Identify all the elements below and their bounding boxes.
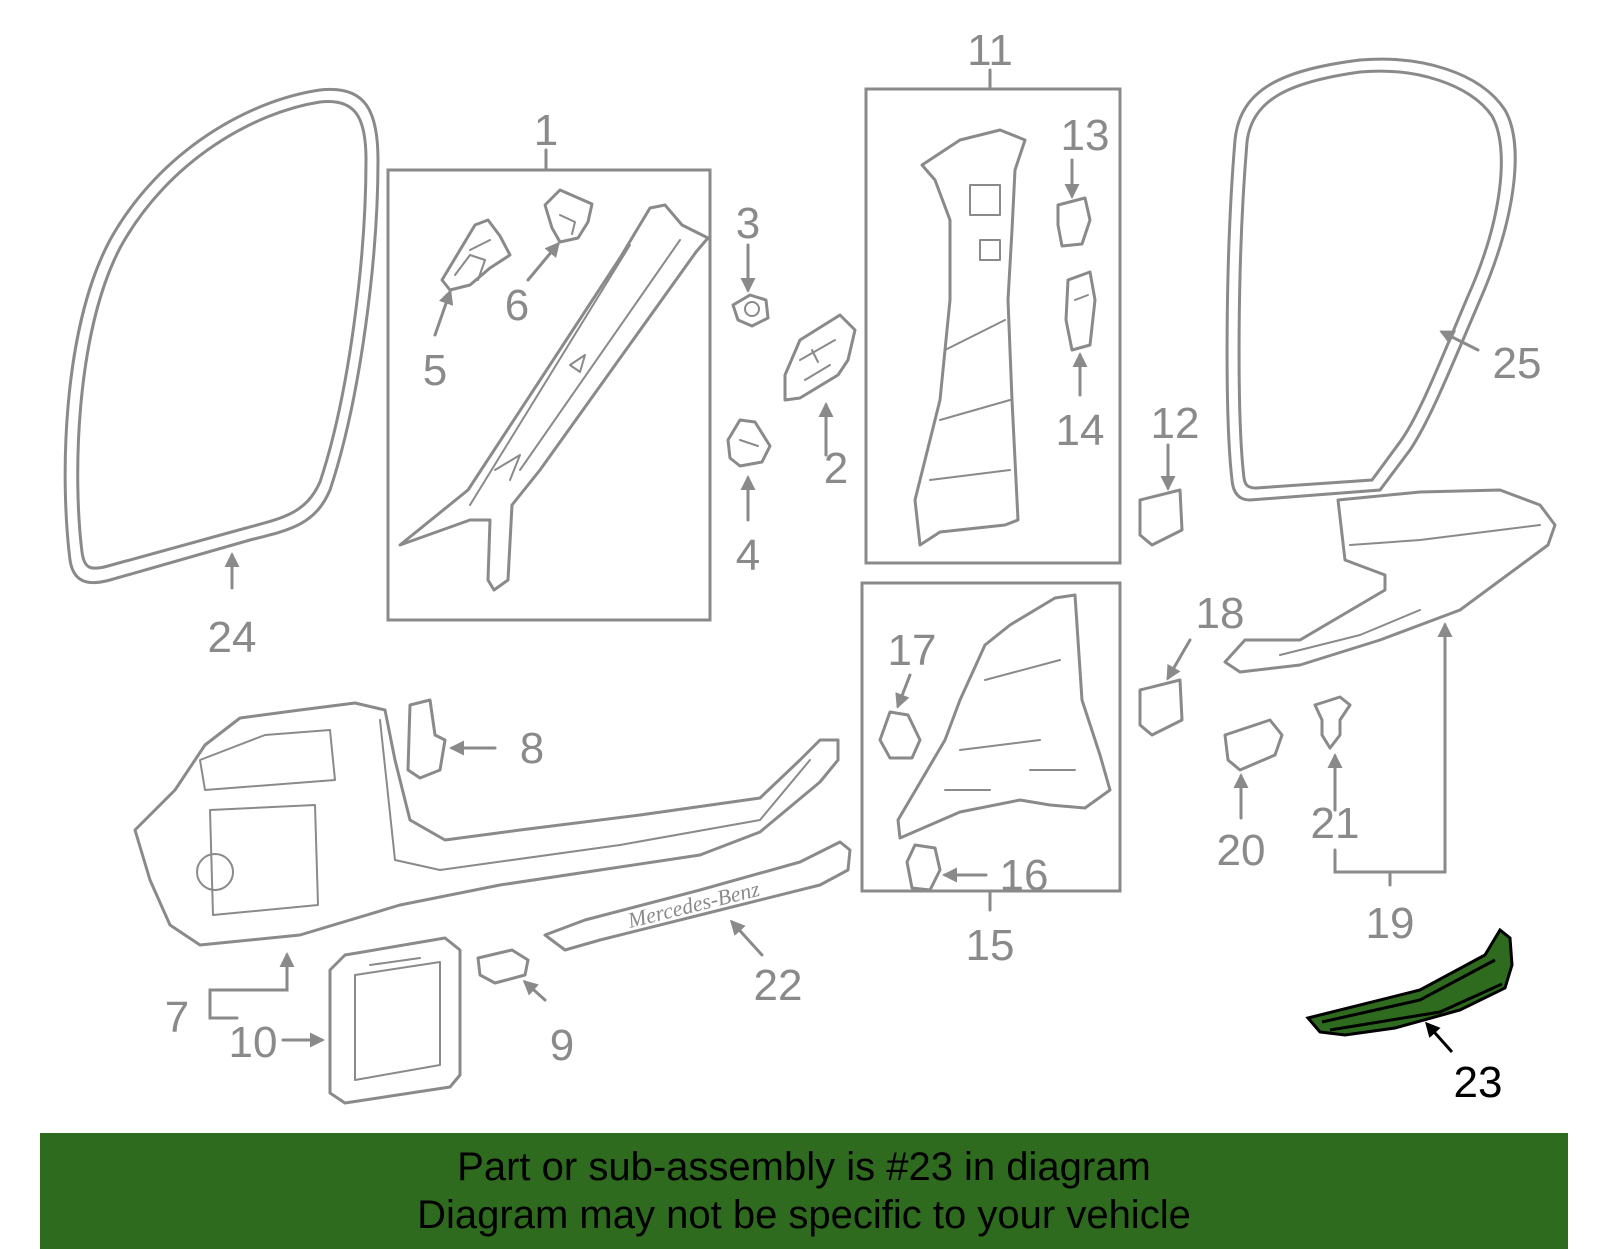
info-banner: Part or sub-assembly is #23 in diagram D… [40,1133,1568,1249]
callout-4: 4 [736,531,760,580]
part-16-clip[interactable] [905,843,942,892]
part-9-clip[interactable] [476,948,530,985]
part-1-a-pillar-trim[interactable] [398,203,710,592]
callout-12: 12 [1151,399,1200,448]
part-8-bracket[interactable] [406,698,447,780]
part-6-clip[interactable] [543,188,594,244]
leader-5 [433,289,454,337]
callout-22: 22 [754,961,803,1010]
callout-2: 2 [824,444,848,493]
part-13-clip[interactable] [1056,196,1092,248]
part-10-access-cover[interactable] [328,936,462,1105]
group-box-11 [864,87,1122,565]
callout-1: 1 [534,106,558,155]
callout-17: 17 [888,626,937,675]
callout-13: 13 [1061,111,1110,160]
callout-3: 3 [736,199,760,248]
part-4-clip[interactable] [726,418,772,468]
sill-plate-brand-text: Mercedes-Benz [624,876,762,933]
leader-9 [522,979,547,1002]
part-11-b-pillar-trim[interactable] [913,128,1027,547]
callout-7: 7 [165,993,189,1042]
banner-line-1: Part or sub-assembly is #23 in diagram [457,1145,1151,1189]
part-20-clip[interactable] [1223,718,1284,772]
callout-10: 10 [229,1018,278,1067]
callout-24: 24 [208,613,257,662]
part-14-clip[interactable] [1064,270,1097,352]
leader-23 [1425,1021,1454,1053]
callout-14: 14 [1056,406,1105,455]
callout-16: 16 [1000,851,1049,900]
callout-25: 25 [1493,339,1542,388]
group-box-1 [386,168,712,622]
part-19-rear-sill-trim[interactable] [1223,488,1557,674]
banner-line-2: Diagram may not be specific to your vehi… [417,1193,1191,1237]
leader-22 [729,919,764,957]
callout-21: 21 [1311,799,1360,848]
callout-18: 18 [1196,589,1245,638]
part-24-front-door-weatherstrip[interactable] [63,87,380,585]
leader-25 [1439,330,1480,352]
leader-17 [895,673,912,709]
part-3-screw[interactable] [731,293,770,328]
leader-18 [1166,638,1192,681]
part-12-clip[interactable] [1138,488,1184,547]
part-2-bracket[interactable] [783,313,857,402]
part-25-rear-door-weatherstrip[interactable] [1225,57,1517,502]
part-5-clip[interactable] [440,218,512,292]
part-23-rear-sill-plate-highlighted[interactable] [1305,927,1514,1037]
callout-5: 5 [423,346,447,395]
callout-8: 8 [520,724,544,773]
callout-19: 19 [1366,899,1415,948]
part-21-fastener[interactable] [1313,695,1352,750]
leader-6 [526,241,560,282]
callout-6: 6 [505,281,529,330]
callout-11: 11 [967,26,1013,75]
callout-9: 9 [550,1021,574,1070]
part-18-clip[interactable] [1138,678,1184,737]
callout-23: 23 [1454,1058,1503,1107]
part-17-clip[interactable] [878,710,922,760]
leader-7 [208,952,295,1020]
part-15-b-pillar-lower-trim[interactable] [896,593,1112,840]
part-7-sill-kick-panel[interactable] [133,701,840,947]
callout-20: 20 [1217,826,1266,875]
callout-15: 15 [966,921,1015,970]
